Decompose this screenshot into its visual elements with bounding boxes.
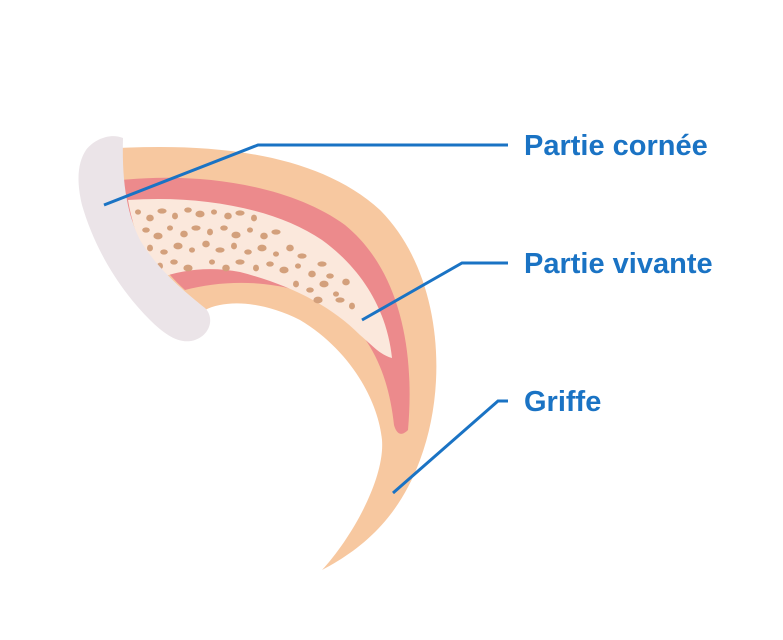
bone-dot bbox=[231, 242, 237, 250]
bone-dot bbox=[271, 229, 281, 235]
bone-dot bbox=[286, 244, 294, 252]
leader-line-vivante bbox=[361, 261, 508, 322]
bone-dot bbox=[211, 209, 217, 215]
bone-dot bbox=[319, 280, 329, 288]
bone-dot bbox=[147, 244, 153, 252]
bone-dot bbox=[215, 247, 225, 253]
bone-shape bbox=[128, 198, 392, 358]
bone-dot bbox=[135, 209, 141, 215]
bone-dot bbox=[183, 264, 193, 272]
bone-dot bbox=[191, 225, 201, 231]
bone-dot bbox=[153, 232, 163, 240]
bone-dot bbox=[293, 280, 299, 288]
bone-dot bbox=[306, 287, 314, 293]
bone-dot bbox=[326, 273, 334, 279]
bone-dot bbox=[172, 212, 178, 220]
horny-part-shape bbox=[78, 136, 211, 342]
bone-dot bbox=[244, 249, 252, 255]
bone-dot bbox=[279, 266, 289, 274]
bone-dot bbox=[251, 214, 257, 222]
bone-dot bbox=[308, 270, 316, 278]
bone-dot bbox=[247, 227, 253, 233]
bone-dot bbox=[313, 296, 323, 304]
bone-dot bbox=[235, 210, 245, 216]
bone-dot bbox=[253, 264, 259, 272]
bone-dot bbox=[142, 227, 150, 233]
bone-dot bbox=[349, 302, 355, 310]
bone-dot bbox=[260, 232, 268, 240]
bone-dot bbox=[231, 231, 241, 239]
bone-dot bbox=[160, 249, 168, 255]
bone-dots bbox=[135, 207, 355, 310]
bone-dot bbox=[257, 244, 267, 252]
label-partie-cornee: Partie cornée bbox=[524, 130, 708, 162]
leader-line-cornee bbox=[103, 143, 508, 207]
bone-dot bbox=[207, 228, 213, 236]
bone-dot bbox=[157, 208, 167, 214]
bone-dot bbox=[224, 212, 232, 220]
bone-dot bbox=[220, 225, 228, 231]
bone-dot bbox=[295, 263, 301, 269]
bone-dot bbox=[317, 261, 327, 267]
bone-dot bbox=[180, 230, 188, 238]
bone-dot bbox=[195, 210, 205, 218]
label-partie-vivante: Partie vivante bbox=[524, 248, 713, 280]
bone-dot bbox=[209, 259, 215, 265]
bone-dot bbox=[335, 297, 345, 303]
bone-dot bbox=[173, 242, 183, 250]
bone-dot bbox=[184, 207, 192, 213]
label-griffe: Griffe bbox=[524, 386, 601, 418]
bone-dot bbox=[146, 214, 154, 222]
bone-dot bbox=[297, 253, 307, 259]
bone-dot bbox=[170, 259, 178, 265]
bone-dot bbox=[266, 261, 274, 267]
bone-dot bbox=[333, 291, 339, 297]
leader-line-griffe bbox=[392, 399, 508, 495]
bone-dot bbox=[273, 251, 279, 257]
bone-dot bbox=[342, 278, 350, 286]
bone-dot bbox=[202, 240, 210, 248]
bone-dot bbox=[222, 264, 230, 272]
bone-dot bbox=[235, 259, 245, 265]
bone-dot bbox=[167, 225, 173, 231]
bone-dot bbox=[189, 247, 195, 253]
